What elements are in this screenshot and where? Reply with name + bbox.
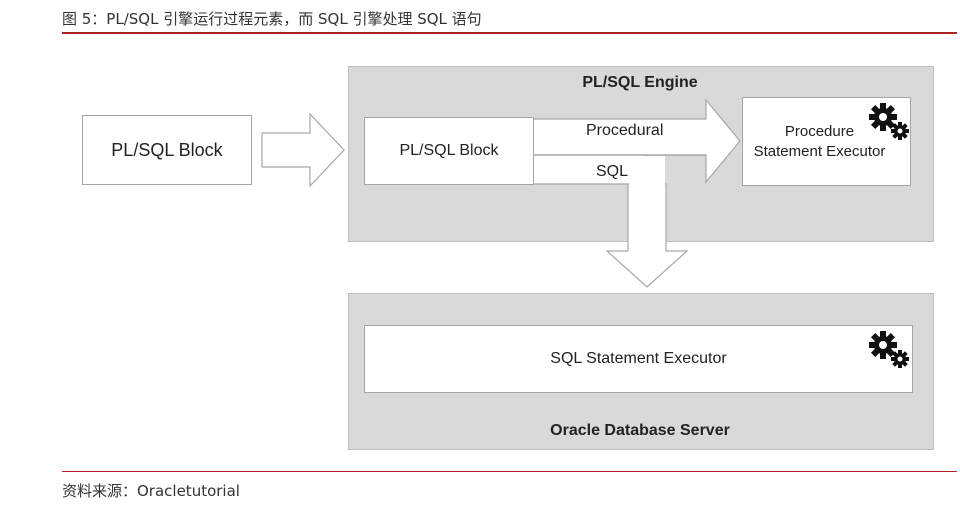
gears-icon — [869, 331, 909, 368]
figure-title: 图 5：PL/SQL 引擎运行过程元素，而 SQL 引擎处理 SQL 语句 — [62, 10, 482, 28]
plsql-block-input: PL/SQL Block — [82, 115, 252, 185]
procedural-label: Procedural — [586, 122, 664, 139]
sql-statement-executor: SQL Statement Executor — [364, 325, 913, 393]
plsql-engine-title: PL/SQL Engine — [582, 74, 698, 91]
oracle-server-title: Oracle Database Server — [550, 422, 730, 439]
input-arrow — [261, 112, 345, 188]
sql-label: SQL — [596, 163, 629, 180]
figure-source: 资料来源：Oracletutorial — [62, 482, 240, 500]
procedure-executor-line2: Statement Executor — [753, 142, 886, 160]
gears-icon — [869, 103, 909, 140]
title-divider — [62, 32, 957, 34]
source-divider — [62, 471, 957, 472]
sql-down-arrow — [605, 183, 689, 288]
engine-plsql-block: PL/SQL Block — [364, 117, 534, 185]
procedure-executor-line1: Procedure — [784, 122, 855, 140]
